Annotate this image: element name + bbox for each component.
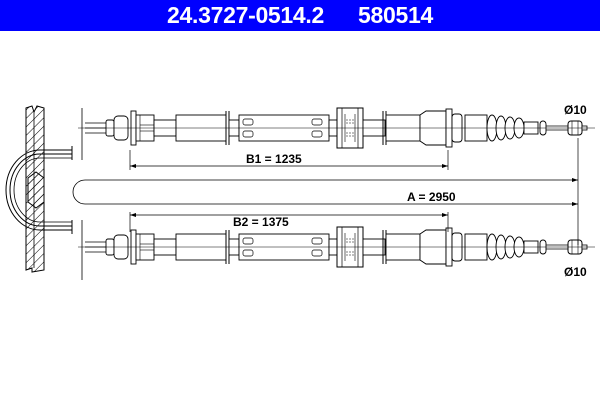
mounting-bracket (5, 105, 73, 273)
b2-label: B2 = 1375 (233, 215, 289, 229)
dimension-a: A = 2950 (72, 138, 579, 245)
cable-drawing: B1 = 1235 A = 2950 B2 = 1375 Ø10 Ø10 (5, 103, 596, 280)
diameter-label-bottom: Ø10 (564, 265, 587, 279)
part-number: 24.3727-0514.2 (167, 2, 324, 28)
reference-number: 580514 (358, 2, 433, 28)
cable-lower (77, 226, 596, 268)
diameter-label-top: Ø10 (564, 103, 587, 117)
a-label: A = 2950 (407, 190, 456, 204)
dimension-b2: B2 = 1375 (129, 212, 449, 232)
title-bar: 24.3727-0514.2 580514 (0, 0, 600, 31)
cable-upper (77, 107, 596, 149)
b1-label: B1 = 1235 (246, 152, 302, 166)
dimension-b1: B1 = 1235 (129, 150, 449, 170)
